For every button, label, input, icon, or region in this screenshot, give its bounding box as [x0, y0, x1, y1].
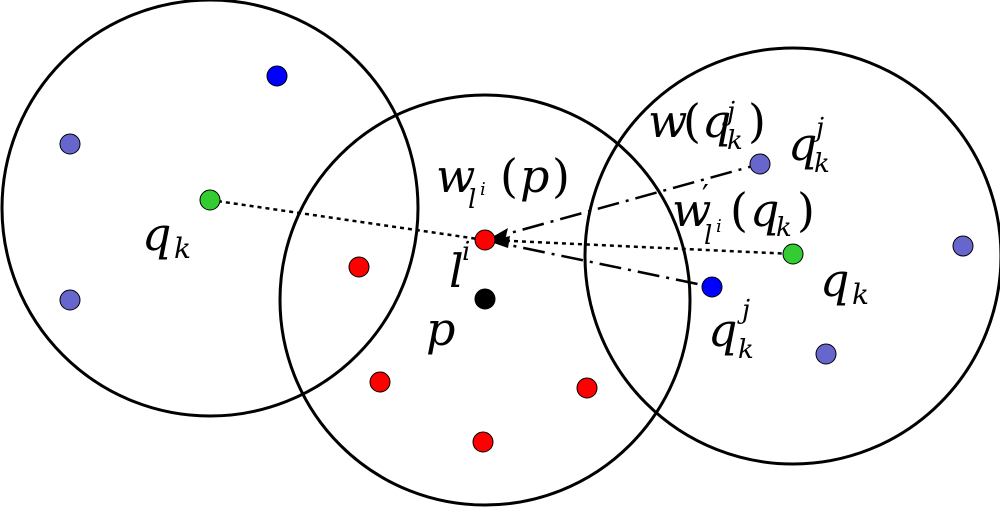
label-qkj-upper: q j k	[788, 113, 830, 179]
left-circle	[0, 0, 420, 418]
blue-point	[266, 65, 288, 87]
green-point-left	[199, 189, 221, 211]
red-point-li	[474, 229, 496, 251]
svg-text:l: l	[449, 244, 464, 298]
periwinkle-point	[59, 133, 81, 155]
label-qk-right: q k	[820, 253, 869, 311]
svg-text:p: p	[426, 302, 455, 356]
svg-text:l: l	[468, 185, 476, 215]
right-circle	[583, 46, 1000, 466]
svg-text:i: i	[480, 179, 486, 200]
label-qk-left: q k	[142, 207, 191, 265]
svg-text:q: q	[708, 303, 737, 357]
dashdot-line-upper	[484, 162, 761, 242]
svg-text:l: l	[704, 221, 712, 251]
svg-text:k: k	[776, 213, 792, 243]
svg-text:k: k	[814, 149, 830, 179]
svg-text:q: q	[142, 207, 171, 261]
red-point	[369, 371, 391, 393]
svg-text:): )	[797, 183, 815, 237]
middle-circle	[278, 93, 692, 507]
svg-text:q: q	[820, 253, 849, 307]
label-li: l i	[449, 237, 470, 298]
periwinkle-point	[952, 235, 974, 257]
label-w-li-p: w l i ( p )	[436, 149, 570, 215]
dashdot-line-lower	[484, 238, 713, 289]
svg-text:q: q	[750, 183, 779, 237]
svg-text:(: (	[683, 94, 701, 148]
svg-text:w: w	[648, 94, 687, 148]
dotted-line-right	[489, 238, 794, 256]
red-point	[576, 377, 598, 399]
svg-text:(: (	[730, 183, 748, 237]
label-qkj-lower: q j k	[708, 295, 754, 365]
svg-text:(: (	[500, 149, 518, 203]
svg-text:k: k	[174, 232, 191, 265]
svg-text:): )	[552, 149, 570, 203]
dotted-line-left	[209, 198, 486, 242]
svg-text:j: j	[737, 295, 750, 325]
svg-text:): )	[748, 94, 766, 148]
svg-text:k: k	[727, 126, 743, 156]
label-w-qkj: w ( q j k )	[648, 94, 766, 156]
periwinkle-point	[59, 289, 81, 311]
green-point-right	[782, 243, 804, 265]
svg-text:q: q	[788, 117, 817, 171]
blue-point-qkj-lower	[701, 276, 723, 298]
svg-text:k: k	[852, 278, 869, 311]
svg-text:i: i	[716, 216, 722, 237]
svg-text:q: q	[702, 94, 731, 148]
arrowhead-right	[488, 236, 510, 248]
periwinkle-point	[815, 343, 837, 365]
black-point-p	[474, 288, 496, 310]
svg-text:w: w	[436, 149, 475, 203]
svg-text:k: k	[738, 335, 754, 365]
red-point	[348, 256, 370, 278]
svg-text:p: p	[520, 149, 549, 203]
label-p: p	[426, 302, 455, 356]
label-wprime-li-qk: w ′ l i ( q k )	[672, 179, 815, 251]
svg-text:′: ′	[702, 179, 709, 214]
periwinkle-point-qkj-upper	[749, 153, 771, 175]
red-point	[472, 431, 494, 453]
svg-text:w: w	[672, 183, 711, 237]
svg-text:i: i	[462, 237, 470, 267]
